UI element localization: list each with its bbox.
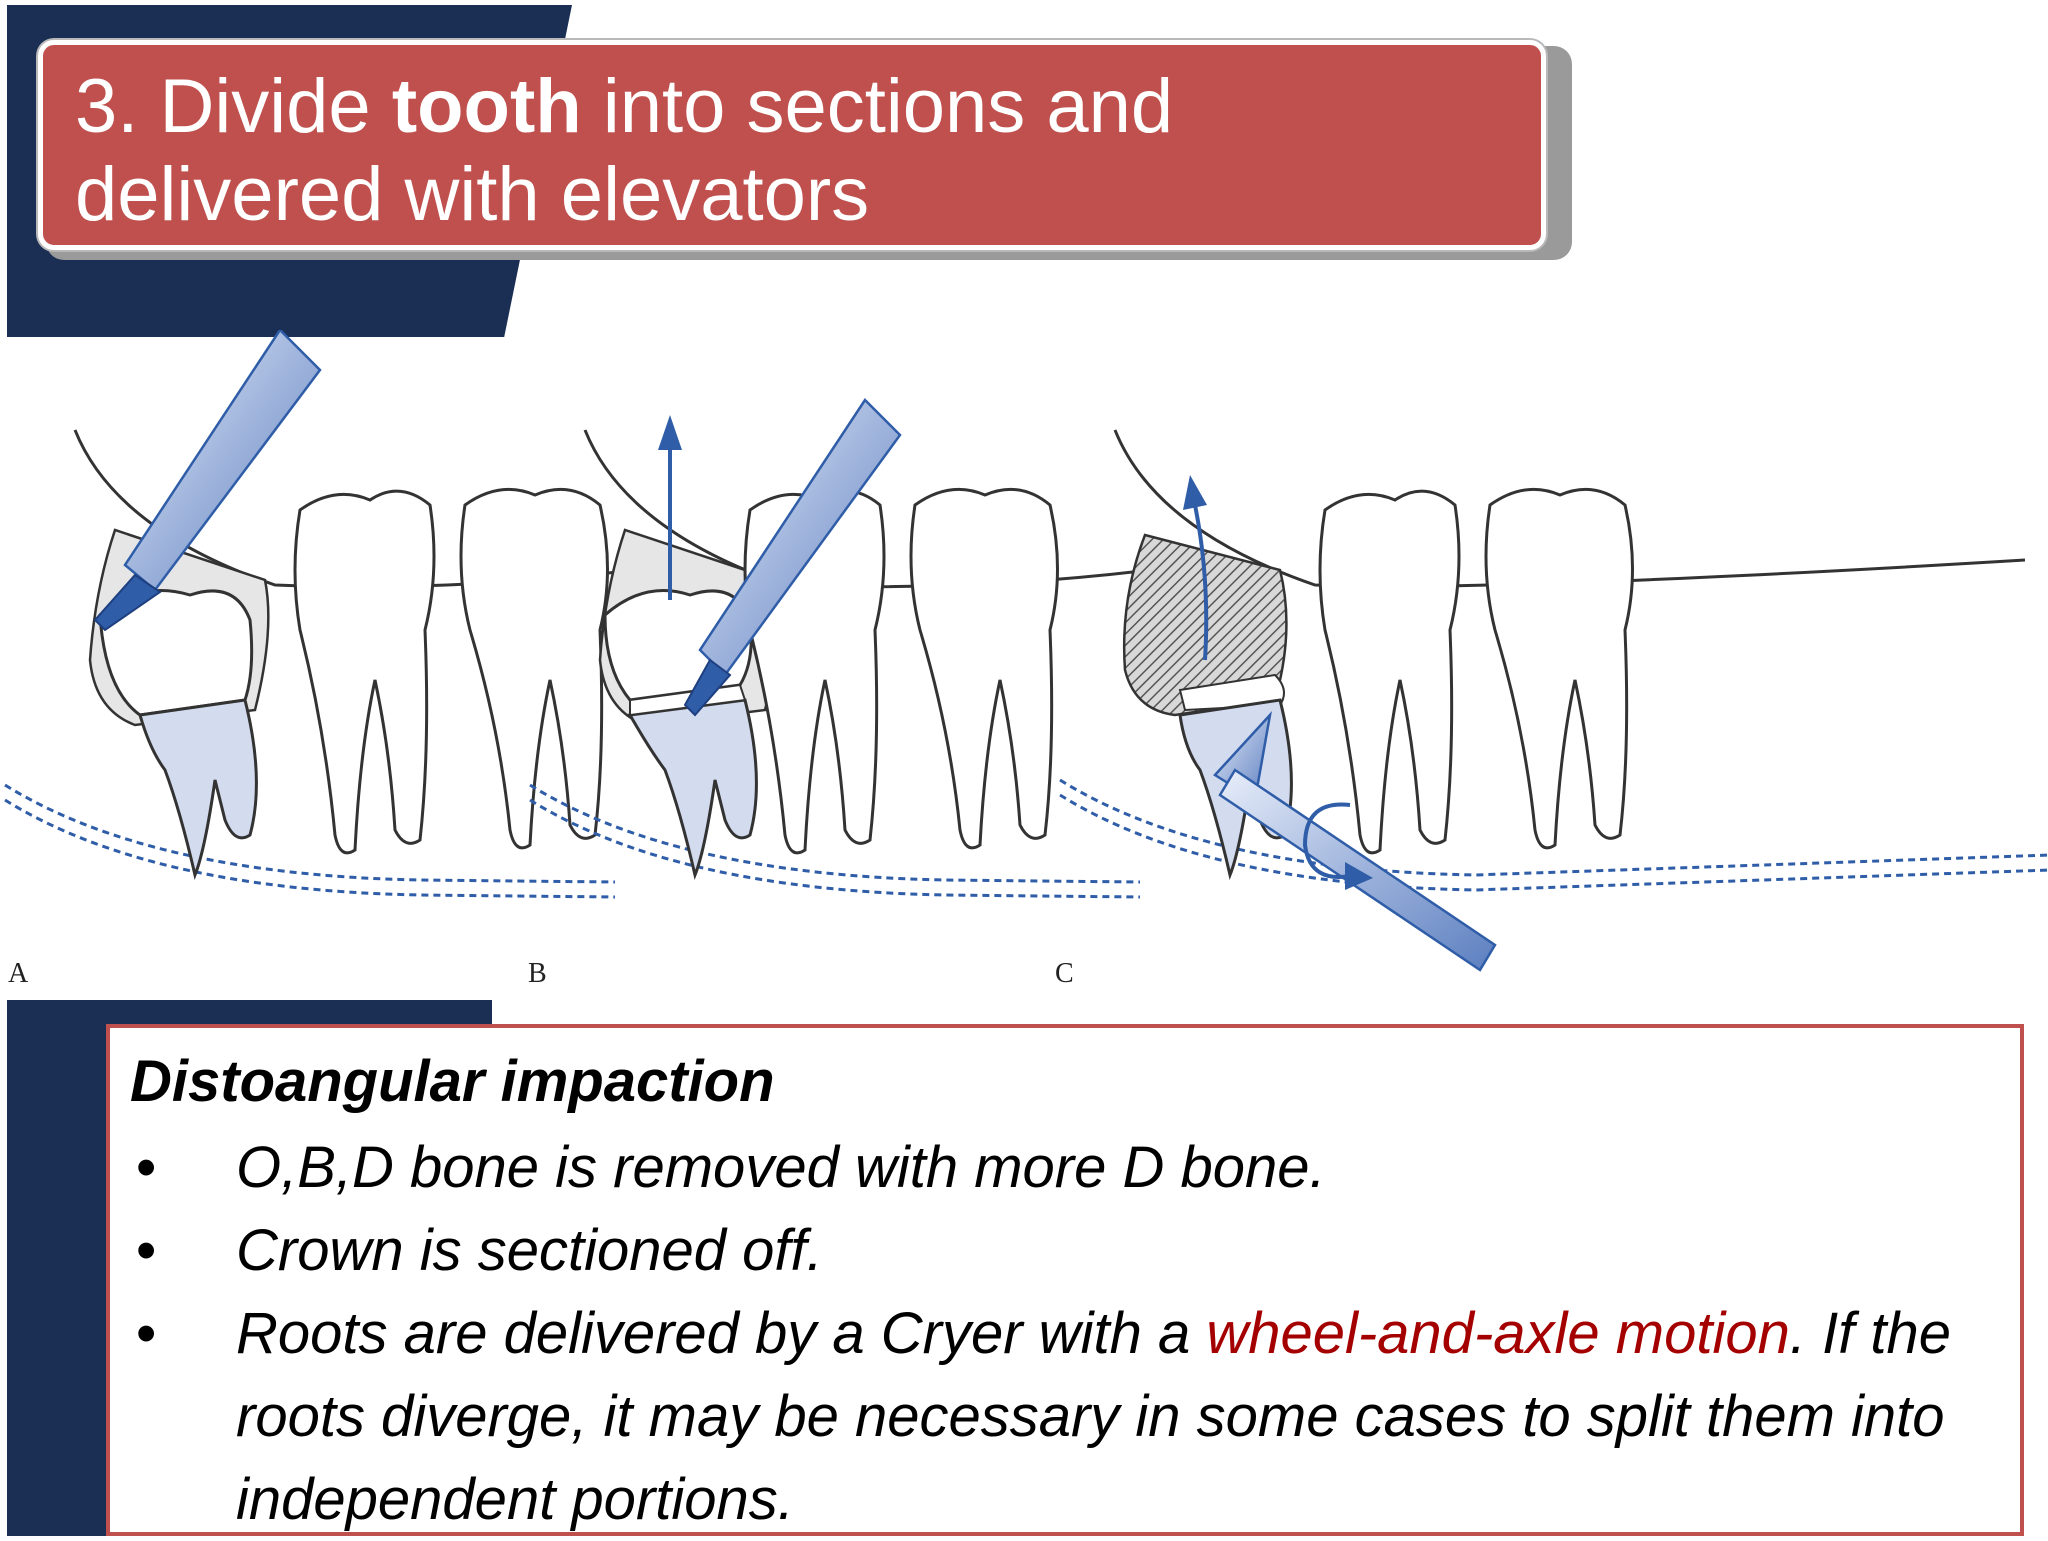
- bullet-item: • Roots are delivered by a Cryer with a …: [110, 1292, 1990, 1541]
- panel-label-b: B: [528, 958, 547, 989]
- bullet-text-2: Crown is sectioned off.: [236, 1218, 823, 1283]
- tooth-sectioning-illustration: A B: [4, 330, 2048, 989]
- panel-b: B: [528, 398, 1151, 989]
- bullet-dot: •: [136, 1135, 157, 1200]
- panel-label-c: C: [1055, 958, 1074, 989]
- panel-label-a: A: [8, 958, 29, 989]
- slide-title: 3. Divide tooth into sections and delive…: [75, 63, 1515, 239]
- bullet-list: • O,B,D bone is removed with more D bone…: [110, 1126, 1990, 1541]
- title-line2: delivered with elevators: [75, 152, 870, 237]
- bullet-text-1: O,B,D bone is removed with more D bone.: [236, 1135, 1326, 1200]
- bullet-dot: •: [136, 1218, 157, 1283]
- title-part1: 3. Divide: [75, 64, 392, 149]
- content-box: Distoangular impaction • O,B,D bone is r…: [106, 1024, 2024, 1536]
- title-part2: into sections and: [581, 64, 1174, 149]
- panel-c: C: [1055, 429, 2048, 989]
- bullet-text-3-after: . If the roots diverge, it may be necess…: [236, 1301, 1952, 1532]
- bullet-text-3-highlight: wheel-and-axle motion: [1206, 1301, 1790, 1366]
- content-heading: Distoangular impaction: [130, 1049, 775, 1114]
- bullet-item: • O,B,D bone is removed with more D bone…: [110, 1126, 1990, 1209]
- bullet-dot: •: [136, 1301, 157, 1366]
- panel-a: A: [4, 330, 636, 989]
- bullet-item: • Crown is sectioned off.: [110, 1209, 1990, 1292]
- title-banner: 3. Divide tooth into sections and delive…: [38, 40, 1546, 250]
- title-bold-word: tooth: [391, 64, 582, 149]
- bullet-text-3-before: Roots are delivered by a Cryer with a: [236, 1301, 1207, 1366]
